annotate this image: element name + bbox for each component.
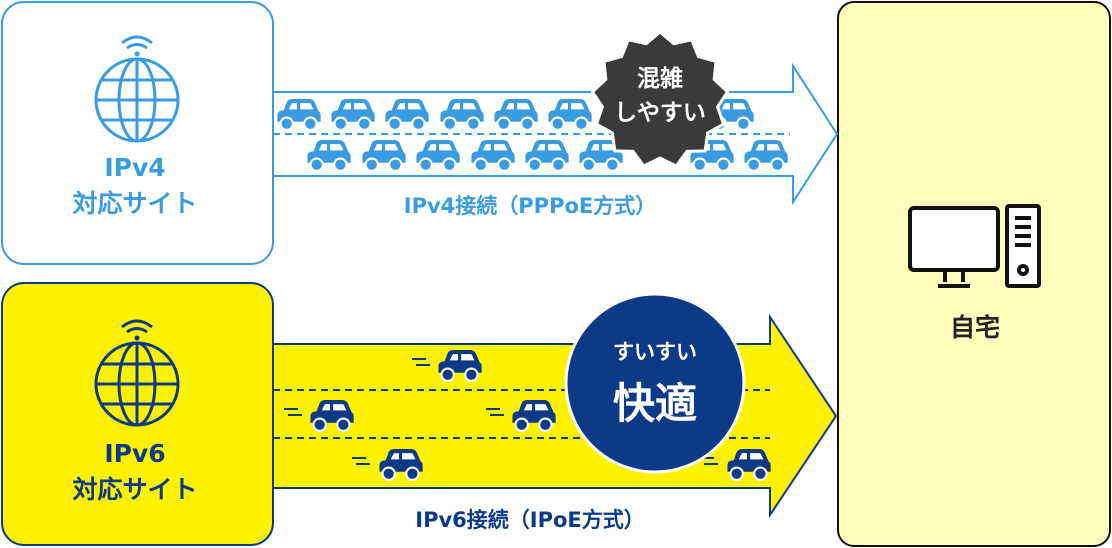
globe-wifi-icon: [94, 319, 180, 427]
ipv6-site-label: IPv6 対応サイト: [20, 436, 250, 508]
car-icon: [306, 139, 352, 172]
car-icon: [470, 139, 516, 172]
car-icon: [493, 98, 539, 131]
congestion-badge-line1: 混雑: [637, 66, 683, 92]
car-icon: [524, 139, 570, 172]
ipv4-site-label: IPv4 対応サイト: [20, 150, 250, 222]
ipv4-connection-arrow: [273, 62, 839, 206]
ipv6-site-label-line1: IPv6: [104, 439, 166, 468]
car-icon: [439, 98, 485, 131]
ipv6-connection-label: IPv6接続（IPoE方式）: [415, 508, 645, 532]
computer-icon: [908, 204, 1041, 288]
car-icon: [330, 98, 376, 131]
home-panel: [837, 1, 1111, 547]
globe-wifi-icon: [94, 35, 180, 143]
fast-badge-line1: すいすい: [613, 340, 697, 364]
ipv4-site-label-line2: 対応サイト: [72, 189, 198, 218]
ipv6-site-label-line2: 対応サイト: [72, 475, 198, 504]
fast-badge: [564, 292, 746, 474]
home-label: 自宅: [949, 313, 1000, 342]
car-icon: [361, 139, 407, 172]
speed-lines-icon: [284, 358, 718, 465]
car-icon: [276, 98, 322, 131]
fast-badge-line2: 快適: [612, 379, 697, 428]
congestion-badge-text: 混雑 しやすい: [585, 62, 735, 130]
car-icon: [415, 139, 461, 172]
ipv4-site-label-line1: IPv4: [104, 153, 166, 182]
ipv6-flowing-cars: [284, 349, 772, 481]
car-icon: [743, 139, 789, 172]
congestion-badge: [590, 30, 730, 168]
congestion-badge-line2: しやすい: [614, 100, 706, 126]
car-icon: [384, 98, 430, 131]
ipv4-connection-label: IPv4接続（PPPoE方式）: [403, 194, 657, 218]
